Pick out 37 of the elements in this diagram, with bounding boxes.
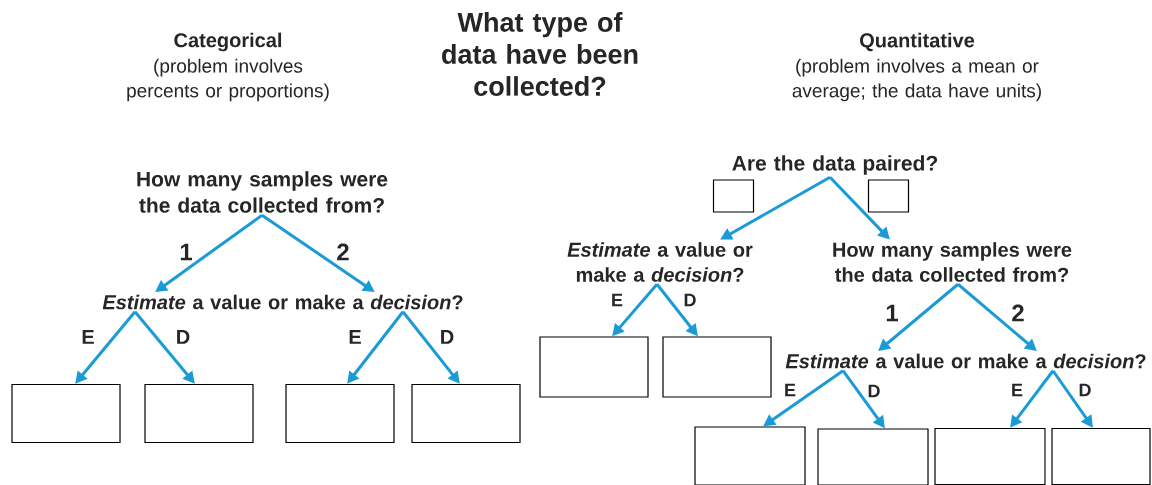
answer-box (411, 383, 521, 444)
edge-label: D (173, 328, 193, 346)
edge-label: E (346, 328, 364, 346)
note: (problem involves a mean or average; the data have units) (792, 58, 1041, 102)
note: (problem involves percents or proportions) (127, 58, 329, 102)
answer-box (539, 336, 649, 398)
question-text: Estimate a value or make a decision? (102, 294, 463, 310)
answer-box (817, 428, 929, 485)
answer-box (1051, 427, 1151, 485)
answer-box (11, 383, 121, 444)
answer-box (694, 426, 806, 485)
answer-box (285, 383, 395, 444)
heading: Quantitative (860, 32, 975, 52)
edge-label: D (437, 328, 457, 346)
edge-label: 2 (1009, 302, 1027, 324)
edge-label: D (681, 291, 699, 309)
answer-box (144, 383, 254, 444)
answer-box (867, 179, 910, 213)
edge-label: E (1009, 381, 1025, 399)
answer-box (662, 336, 772, 398)
edge-label: E (609, 291, 625, 309)
question-text: Estimate a value or make a decision? (567, 242, 753, 282)
edge-label: E (79, 328, 97, 346)
edge-label: 2 (334, 241, 352, 263)
edge-label: D (1076, 381, 1094, 399)
edge-label: D (865, 382, 883, 400)
question-text: How many samples were the data collected from? (833, 242, 1072, 282)
heading: Categorical (174, 32, 282, 52)
question-text: Are the data paired? (732, 155, 937, 175)
title: What type of data have been collected? (442, 12, 638, 96)
edge-label: 1 (883, 302, 901, 324)
question-text: How many samples were the data collected from? (137, 171, 388, 213)
answer-box (712, 179, 755, 213)
edge-label: E (782, 381, 798, 399)
answer-box (934, 427, 1046, 485)
question-text: Estimate a value or make a decision? (785, 353, 1146, 369)
edge-label: 1 (177, 241, 195, 263)
